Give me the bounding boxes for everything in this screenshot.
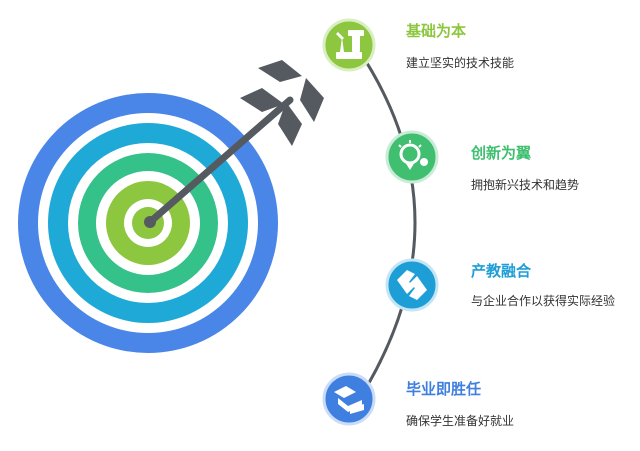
item-description: 与企业合作以获得实际经验 xyxy=(471,294,616,308)
item-title: 基础为本 xyxy=(406,22,467,40)
item-title: 产教融合 xyxy=(471,262,532,280)
item-description: 拥抱新兴技术和趋势 xyxy=(471,178,580,192)
puzzle-icon xyxy=(385,258,439,312)
tools-icon xyxy=(322,18,376,72)
item-title: 毕业即胜任 xyxy=(406,380,482,398)
graduation-cap-icon xyxy=(322,372,376,426)
arrow xyxy=(144,60,324,228)
item-description: 建立坚实的技术技能 xyxy=(406,56,515,70)
item-description: 确保学生准备好就业 xyxy=(406,414,515,428)
item-title: 创新为翼 xyxy=(471,144,532,162)
connector-arc xyxy=(358,51,417,399)
lightbulb-icon xyxy=(385,130,439,184)
